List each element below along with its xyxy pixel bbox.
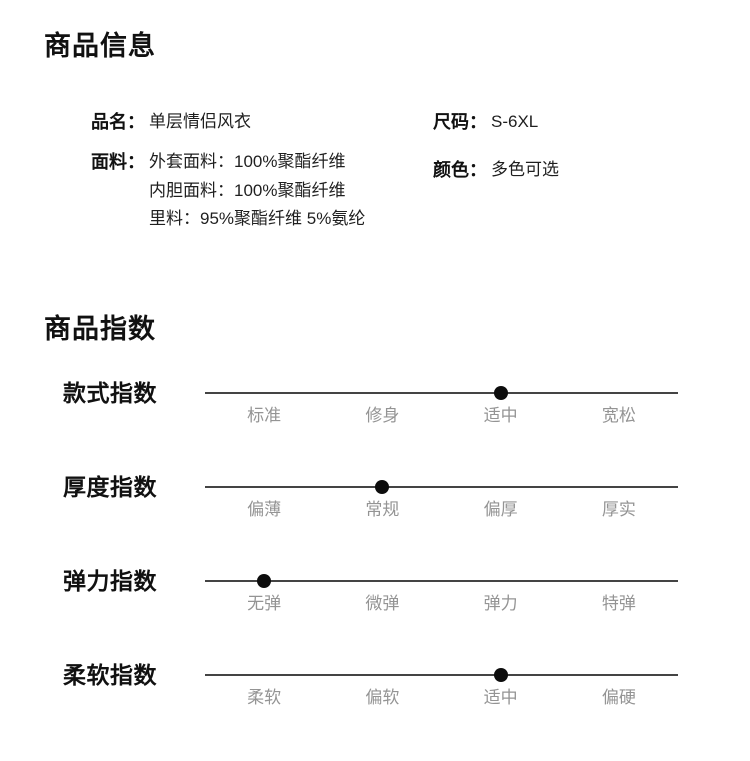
scale-tick: 偏软 <box>365 688 400 707</box>
product-name-value: 单层情侣风衣 <box>149 112 251 131</box>
product-index-block: 款式指数 标准 修身 适中 宽松 厚度指数 偏薄 常规 <box>0 366 750 742</box>
scale-tick: 柔软 <box>247 688 282 707</box>
fabric-line-lining: 里料：95%聚酯纤维 5%氨纶 <box>149 209 366 228</box>
index-scale-thickness[interactable]: 偏薄 常规 偏厚 厚实 <box>205 460 678 520</box>
scale-marker-dot[interactable] <box>375 480 390 494</box>
scale-tick: 标准 <box>247 406 282 425</box>
color-label: 颜色： <box>433 160 487 180</box>
fabric-label: 面料： <box>91 152 145 172</box>
scale-tick: 弹力 <box>483 594 518 613</box>
product-name-label: 品名： <box>91 112 145 132</box>
scale-tick: 偏薄 <box>247 500 282 519</box>
index-row-style: 款式指数 标准 修身 适中 宽松 <box>0 366 750 460</box>
product-index-heading: 商品指数 <box>44 314 156 344</box>
scale-tick: 适中 <box>483 406 518 425</box>
scale-tick: 无弹 <box>247 594 282 613</box>
fabric-line-shell: 外套面料：100%聚酯纤维 <box>149 152 346 171</box>
scale-tick-labels: 偏薄 常规 偏厚 厚实 <box>205 498 678 522</box>
size-value: S-6XL <box>491 112 539 131</box>
index-row-thickness: 厚度指数 偏薄 常规 偏厚 厚实 <box>0 460 750 554</box>
scale-tick: 特弹 <box>601 594 636 613</box>
scale-marker-dot[interactable] <box>493 668 508 682</box>
color-row: 颜色： 多色可选 <box>433 156 733 184</box>
index-scale-style[interactable]: 标准 修身 适中 宽松 <box>205 366 678 426</box>
scale-tick: 适中 <box>483 688 518 707</box>
scale-tick: 厚实 <box>601 500 636 519</box>
size-label: 尺码： <box>433 112 487 132</box>
index-label-elasticity: 弹力指数 <box>63 568 157 594</box>
scale-tick: 偏硬 <box>601 688 636 707</box>
index-row-softness: 柔软指数 柔软 偏软 适中 偏硬 <box>0 648 750 742</box>
product-info-left-column: 品名： 单层情侣风衣 面料： 外套面料：100%聚酯纤维 内胆面料：100%聚酯… <box>60 108 420 234</box>
scale-tick: 偏厚 <box>483 500 518 519</box>
scale-track <box>205 486 678 488</box>
index-scale-softness[interactable]: 柔软 偏软 适中 偏硬 <box>205 648 678 708</box>
product-info-heading: 商品信息 <box>44 31 156 61</box>
scale-marker-dot[interactable] <box>493 386 508 400</box>
scale-marker-dot[interactable] <box>257 574 272 588</box>
scale-tick-labels: 柔软 偏软 适中 偏硬 <box>205 686 678 710</box>
index-row-elasticity: 弹力指数 无弹 微弹 弹力 特弹 <box>0 554 750 648</box>
product-info-block: 品名： 单层情侣风衣 面料： 外套面料：100%聚酯纤维 内胆面料：100%聚酯… <box>0 108 750 248</box>
scale-tick-labels: 标准 修身 适中 宽松 <box>205 404 678 428</box>
fabric-line-inner: 内胆面料：100%聚酯纤维 <box>149 180 346 200</box>
product-info-right-column: 尺码： S-6XL 颜色： 多色可选 <box>433 108 733 196</box>
fabric-row: 面料： 外套面料：100%聚酯纤维 内胆面料：100%聚酯纤维 里料：95%聚酯… <box>60 148 420 234</box>
product-name-row: 品名： 单层情侣风衣 <box>60 108 420 136</box>
fabric-value-list: 外套面料：100%聚酯纤维 内胆面料：100%聚酯纤维 里料：95%聚酯纤维 5… <box>145 148 365 234</box>
scale-track <box>205 580 678 582</box>
index-label-thickness: 厚度指数 <box>63 474 157 500</box>
size-row: 尺码： S-6XL <box>433 108 733 136</box>
scale-track <box>205 392 678 394</box>
scale-tick: 修身 <box>365 406 400 425</box>
scale-track <box>205 674 678 676</box>
scale-tick: 宽松 <box>601 406 636 425</box>
scale-tick: 常规 <box>365 500 400 519</box>
scale-tick-labels: 无弹 微弹 弹力 特弹 <box>205 592 678 616</box>
index-label-softness: 柔软指数 <box>63 662 157 688</box>
color-value: 多色可选 <box>491 160 559 179</box>
scale-tick: 微弹 <box>365 594 400 613</box>
index-scale-elasticity[interactable]: 无弹 微弹 弹力 特弹 <box>205 554 678 614</box>
index-label-style: 款式指数 <box>63 380 157 406</box>
